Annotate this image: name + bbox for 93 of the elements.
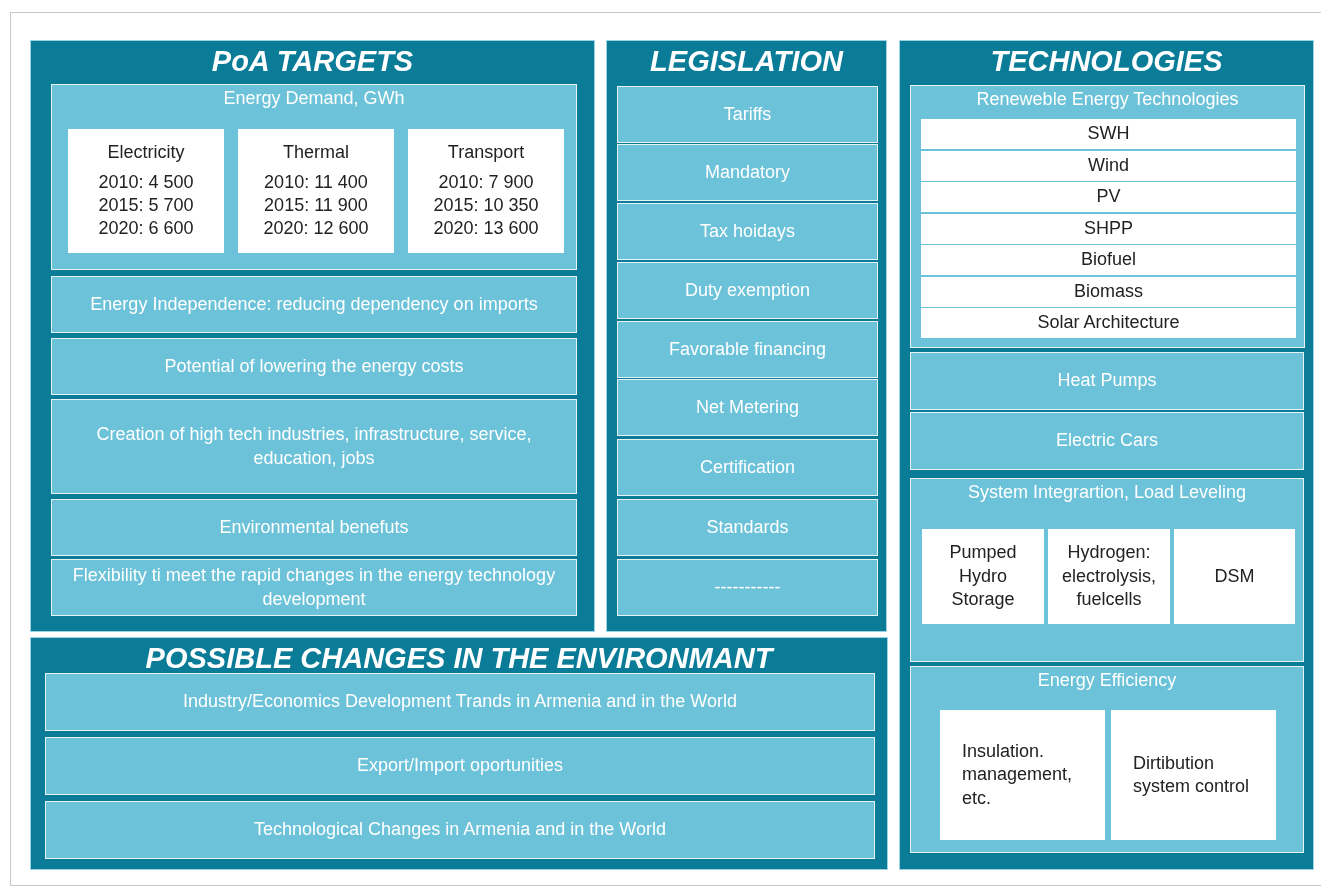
info-box	[45, 673, 875, 731]
info-box	[617, 321, 878, 378]
box-label: Potential of lowering the energy costs	[164, 354, 464, 378]
box-label: Favorable financing	[668, 337, 827, 361]
box-label: Hydrogen: electrolysis, fuelcells	[1061, 541, 1157, 612]
value-box	[1174, 529, 1295, 624]
box-label: Energy Demand, GWh	[223, 87, 405, 110]
box-label: Reneweble Energy Technologies	[976, 88, 1239, 111]
value-text: 2020: 6 600	[98, 217, 194, 241]
value-box	[922, 529, 1044, 624]
info-box	[617, 379, 878, 436]
box-label: Tax hoidays	[699, 219, 796, 243]
info-box	[51, 559, 577, 616]
box-label: Certification	[699, 455, 795, 479]
value-box	[1048, 529, 1170, 624]
value-text: 2015: 11 900	[264, 194, 368, 217]
value-text: 2010: 11 400	[264, 170, 368, 194]
info-box	[617, 559, 878, 616]
value-box	[408, 129, 564, 253]
box-label: Dirtibution system control	[1133, 751, 1251, 798]
box-label: -----------	[714, 575, 781, 599]
box-label: SHPP	[1084, 217, 1133, 241]
info-box	[910, 352, 1304, 410]
value-text: 2020: 12 600	[263, 217, 369, 241]
value-box	[940, 710, 1105, 840]
value-text: 2015: 5 700	[98, 194, 194, 217]
info-box	[617, 86, 878, 143]
info-box	[45, 801, 875, 859]
box-label: Mandatory	[704, 160, 790, 184]
box-label: Tariffs	[723, 102, 772, 126]
value-box	[921, 214, 1296, 244]
box-label: Electric Cars	[1056, 429, 1158, 453]
info-box	[910, 478, 1304, 662]
box-label: PV	[1096, 185, 1121, 209]
box-label: Solar Architecture	[1037, 311, 1180, 335]
value-box	[1111, 710, 1276, 840]
box-label: Export/Import oportunities	[356, 754, 564, 778]
info-box	[51, 338, 577, 395]
info-box	[617, 439, 878, 496]
section-title: LEGISLATION	[650, 44, 843, 79]
value-text: 2010: 7 900	[438, 170, 534, 194]
value-text: 2010: 4 500	[98, 170, 194, 194]
info-box	[910, 85, 1305, 348]
value-box	[921, 119, 1296, 149]
box-label: Heat Pumps	[1057, 369, 1157, 393]
section-panel	[899, 40, 1314, 870]
section-title: TECHNOLOGIES	[990, 44, 1223, 79]
section-panel	[30, 637, 888, 870]
info-box	[617, 144, 878, 201]
box-label: System Integrartion, Load Leveling	[967, 481, 1247, 504]
box-label: Pumped Hydro Storage	[948, 541, 1018, 612]
value-box	[921, 182, 1296, 212]
box-label: Environmental benefuts	[219, 515, 409, 539]
value-box	[921, 277, 1296, 307]
info-box	[617, 203, 878, 260]
box-label: Technological Changes in Armenia and in the World	[254, 818, 666, 842]
value-box	[238, 129, 394, 253]
info-box	[617, 262, 878, 319]
value-box	[921, 151, 1296, 181]
box-label: SWH	[1087, 122, 1130, 146]
box-label: Thermal	[283, 141, 349, 165]
box-label: Transport	[447, 141, 525, 165]
box-label: Biomass	[1074, 280, 1143, 304]
box-label: Insulation. management, etc.	[962, 739, 1074, 810]
info-box	[910, 412, 1304, 470]
info-box	[51, 276, 577, 333]
box-label: Biofuel	[1080, 248, 1136, 272]
box-label: DSM	[1214, 564, 1255, 588]
box-label: Creation of high tech industries, infrastructure, service, education, jobs	[95, 423, 533, 470]
value-text: 2020: 13 600	[433, 217, 539, 241]
box-label: Wind	[1088, 154, 1129, 178]
box-label: Standards	[706, 515, 789, 539]
section-title: POSSIBLE CHANGES IN THE ENVIRONMANT	[145, 641, 773, 676]
box-label: Energy Independence: reducing dependency on imports	[90, 292, 538, 316]
info-box	[51, 399, 577, 494]
info-box	[910, 666, 1304, 853]
section-panel	[606, 40, 887, 632]
box-label: Duty exemption	[684, 278, 811, 302]
box-label: Net Metering	[695, 395, 799, 419]
info-box	[51, 84, 577, 270]
box-label: Industry/Economics Development Trands in Armenia and in the World	[183, 690, 737, 714]
info-box	[617, 499, 878, 556]
section-title: PoA TARGETS	[211, 44, 414, 79]
value-box	[68, 129, 224, 253]
box-label: Electricity	[107, 141, 185, 165]
box-label: Flexibility ti meet the rapid changes in the energy technology development	[71, 564, 557, 611]
info-box	[45, 737, 875, 795]
info-box	[51, 499, 577, 556]
section-panel	[30, 40, 595, 632]
value-box	[921, 308, 1296, 338]
value-text: 2015: 10 350	[433, 194, 539, 217]
value-box	[921, 245, 1296, 275]
box-label: Energy Efficiency	[1037, 669, 1177, 692]
